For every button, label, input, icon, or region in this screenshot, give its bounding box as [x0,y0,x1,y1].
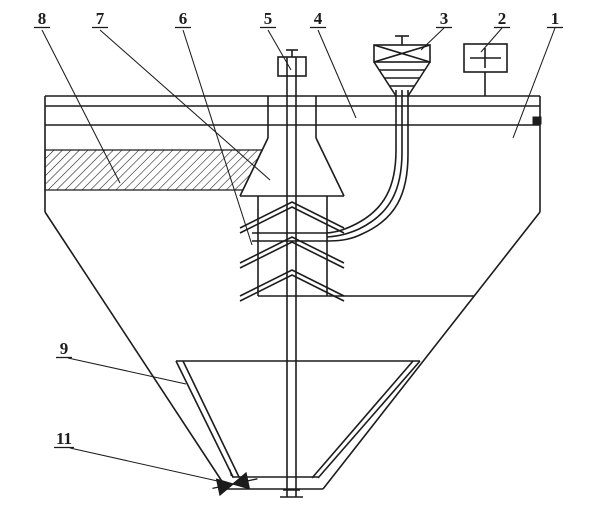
control-box [463,43,508,96]
callout-5: 5 [264,9,273,28]
callout-9: 9 [60,339,69,358]
callout-11: 11 [56,429,72,448]
feedwell-assembly [239,96,345,302]
callout-2: 2 [498,9,507,28]
bottom-valve [212,469,258,497]
callout-3: 3 [440,9,449,28]
callout-6: 6 [179,9,188,28]
callout-7: 7 [96,9,105,28]
callout-8: 8 [38,9,47,28]
tank-outline [44,95,541,490]
feed-pipe [326,90,409,242]
center-shaft [277,49,307,498]
callout-1: 1 [551,9,560,28]
leader-lines [41,27,556,483]
drive-unit [373,35,431,97]
callout-labels: 8 7 6 5 4 3 2 1 9 11 [34,9,563,449]
inclined-plate-hatch [44,149,264,191]
callout-4: 4 [314,9,323,28]
wall-mark [532,116,542,125]
inner-cone-lining [175,360,421,479]
